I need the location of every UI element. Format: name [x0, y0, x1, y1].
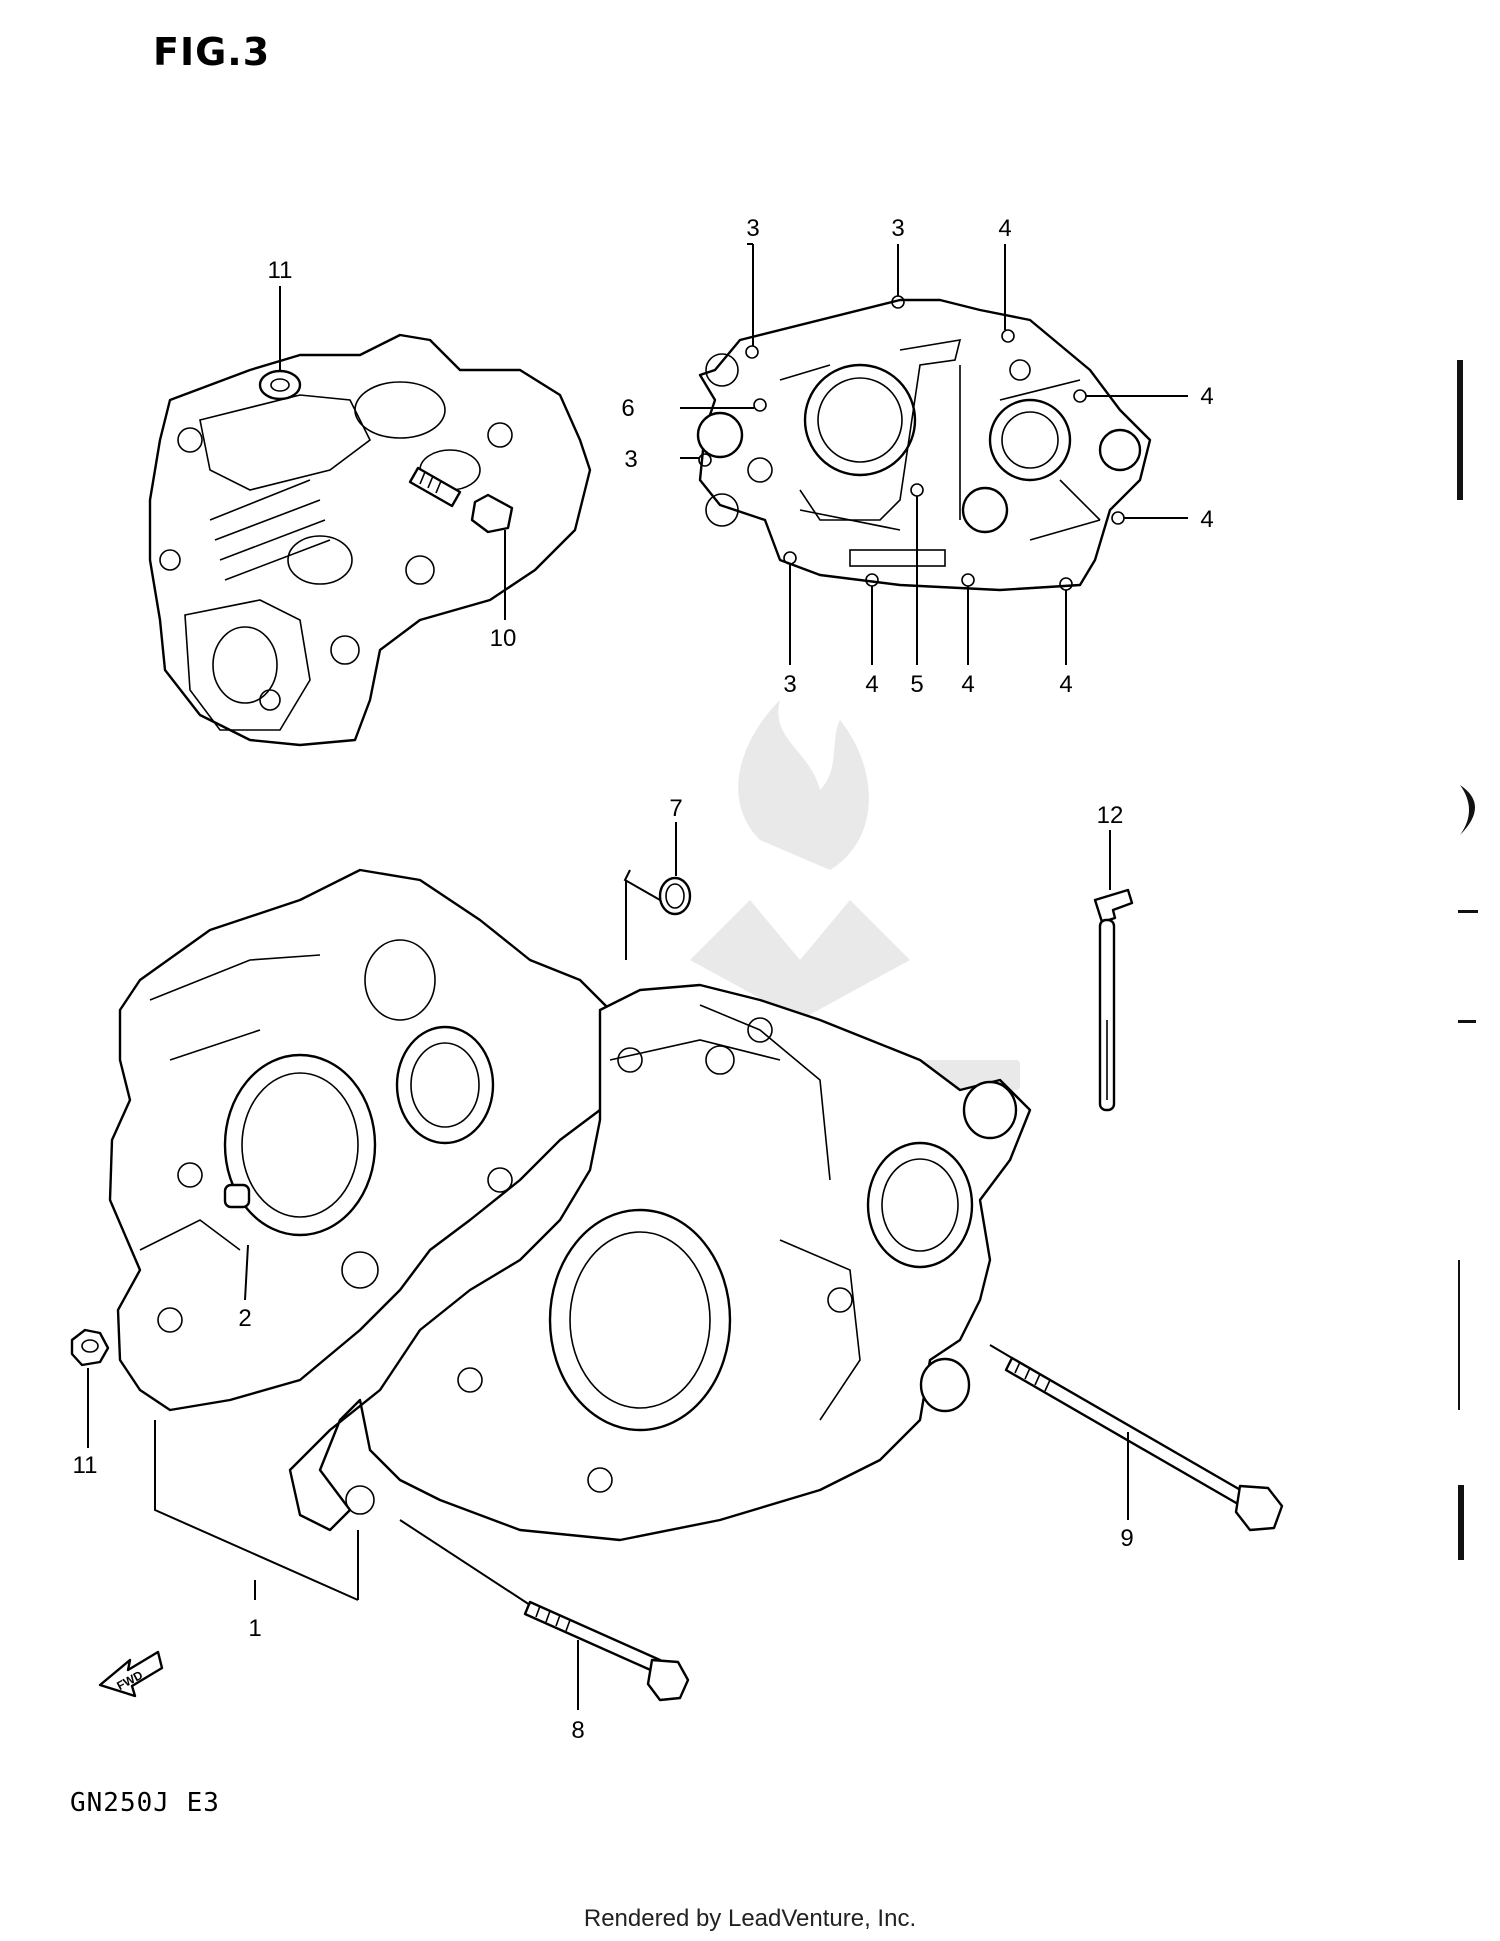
render-credit: Rendered by LeadVenture, Inc. [583, 1905, 917, 1932]
callout-11-lower: 11 [73, 1452, 98, 1479]
crankcase-bolt-pattern-view [696, 298, 1152, 592]
o-ring-part-7 [623, 822, 692, 960]
callout-9: 9 [1120, 1525, 1133, 1552]
callout-4-e: 4 [961, 671, 974, 698]
scan-edge-marks [1457, 360, 1478, 1560]
callout-4-f: 4 [1059, 671, 1072, 698]
callout-7: 7 [669, 795, 682, 822]
callout-12: 12 [1097, 802, 1124, 829]
crankcase-assembly [108, 868, 1032, 1542]
callout-4-d: 4 [865, 671, 878, 698]
dipstick-part-12 [1093, 830, 1134, 1112]
callout-8: 8 [571, 1717, 584, 1744]
callout-4-b: 4 [1200, 383, 1213, 410]
callout-4-c: 4 [1200, 506, 1213, 533]
bolt-part-10 [408, 466, 514, 620]
cap-nut-part-11-upper [258, 286, 302, 401]
callout-3-d: 3 [783, 671, 796, 698]
callout-11-upper: 11 [268, 257, 293, 284]
fwd-arrow: FWD [98, 1650, 164, 1698]
callout-labels: 11 10 3 3 4 4 4 6 3 3 4 5 4 4 7 12 2 11 … [73, 215, 1214, 1744]
model-code: GN250J E3 [70, 1788, 220, 1818]
crankcase-side-view [148, 333, 592, 747]
cap-nut-part-11-lower [70, 1328, 110, 1448]
callout-10: 10 [490, 625, 517, 652]
callout-1: 1 [248, 1615, 261, 1642]
callout-6: 6 [621, 395, 634, 422]
callout-3-a: 3 [746, 215, 759, 242]
callout-4-a: 4 [998, 215, 1011, 242]
figure-title: FIG.3 [153, 30, 271, 74]
callout-3-c: 3 [624, 446, 637, 473]
callout-5: 5 [910, 671, 923, 698]
bolt-part-8 [523, 1600, 690, 1710]
bolt-part-9 [989, 1344, 1284, 1532]
callout-3-b: 3 [891, 215, 904, 242]
callout-leader-lines-upper-right [680, 243, 1188, 665]
callout-2: 2 [238, 1305, 251, 1332]
callout-leader-lines-main [154, 1244, 531, 1606]
